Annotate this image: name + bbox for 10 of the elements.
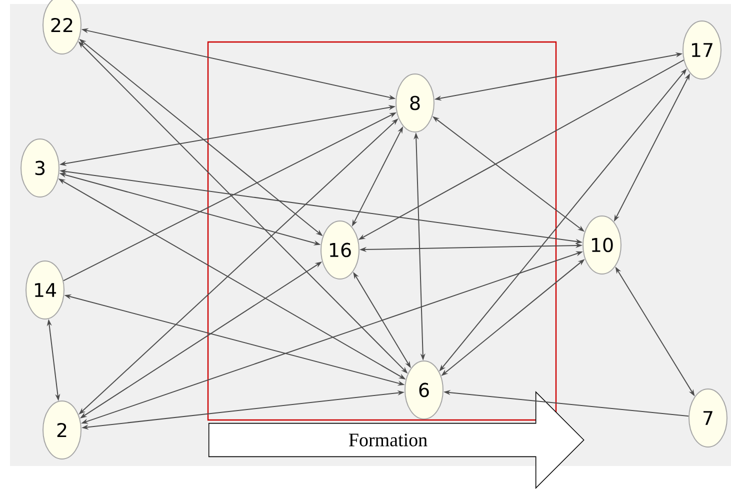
player-node: 10 — [582, 216, 622, 274]
player-node: 7 — [688, 388, 728, 448]
player-node: 16 — [320, 220, 360, 280]
player-node: 8 — [396, 74, 434, 132]
player-node: 3 — [20, 138, 60, 198]
player-node: 14 — [26, 260, 64, 320]
player-node: 17 — [682, 20, 722, 80]
player-node: 6 — [404, 360, 444, 420]
player-node: 2 — [42, 400, 82, 460]
player-node: 22 — [42, 0, 82, 54]
